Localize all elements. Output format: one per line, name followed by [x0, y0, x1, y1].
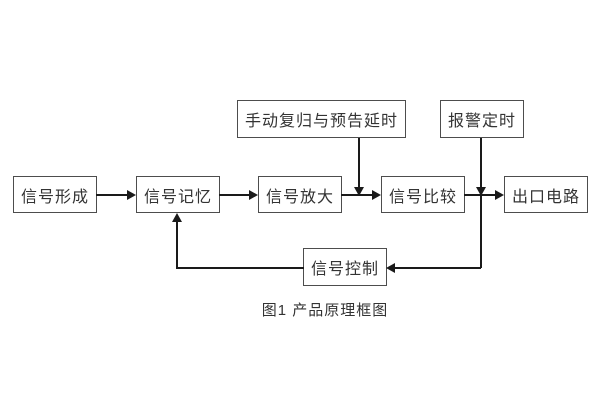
node-output-circuit: 出口电路	[504, 176, 588, 213]
node-signal-memory: 信号记忆	[136, 176, 220, 213]
arrow-junction-to-control-head	[386, 262, 395, 273]
node-manual-reset-warning-delay: 手动复归与预告延时	[237, 100, 406, 138]
arrow-alarm-timing-down-head	[476, 186, 486, 196]
arrow-memory-to-amplification-head	[249, 189, 258, 200]
arrow-junction-to-control-line	[395, 266, 481, 269]
arrow-manual-reset-down-head	[354, 186, 364, 196]
arrow-comparison-to-output-head	[495, 189, 504, 200]
node-signal-control: 信号控制	[303, 248, 387, 286]
node-alarm-timing: 报警定时	[440, 100, 524, 138]
figure-caption: 图1 产品原理框图	[261, 302, 389, 319]
arrow-forming-to-memory-head	[127, 189, 136, 200]
arrow-control-feedback-hline	[176, 266, 304, 269]
arrow-memory-to-amplification-line	[219, 193, 250, 196]
arrow-alarm-timing-down-line	[480, 138, 482, 268]
arrow-amplification-to-comparison-head	[372, 189, 381, 200]
arrow-forming-to-memory-line	[96, 193, 128, 196]
arrow-manual-reset-down-line	[358, 138, 360, 188]
arrow-control-feedback-vline	[176, 221, 178, 268]
node-signal-amplification: 信号放大	[258, 176, 342, 213]
node-signal-comparison: 信号比较	[381, 176, 465, 213]
arrow-control-feedback-head	[172, 213, 182, 222]
node-signal-forming: 信号形成	[13, 176, 97, 213]
